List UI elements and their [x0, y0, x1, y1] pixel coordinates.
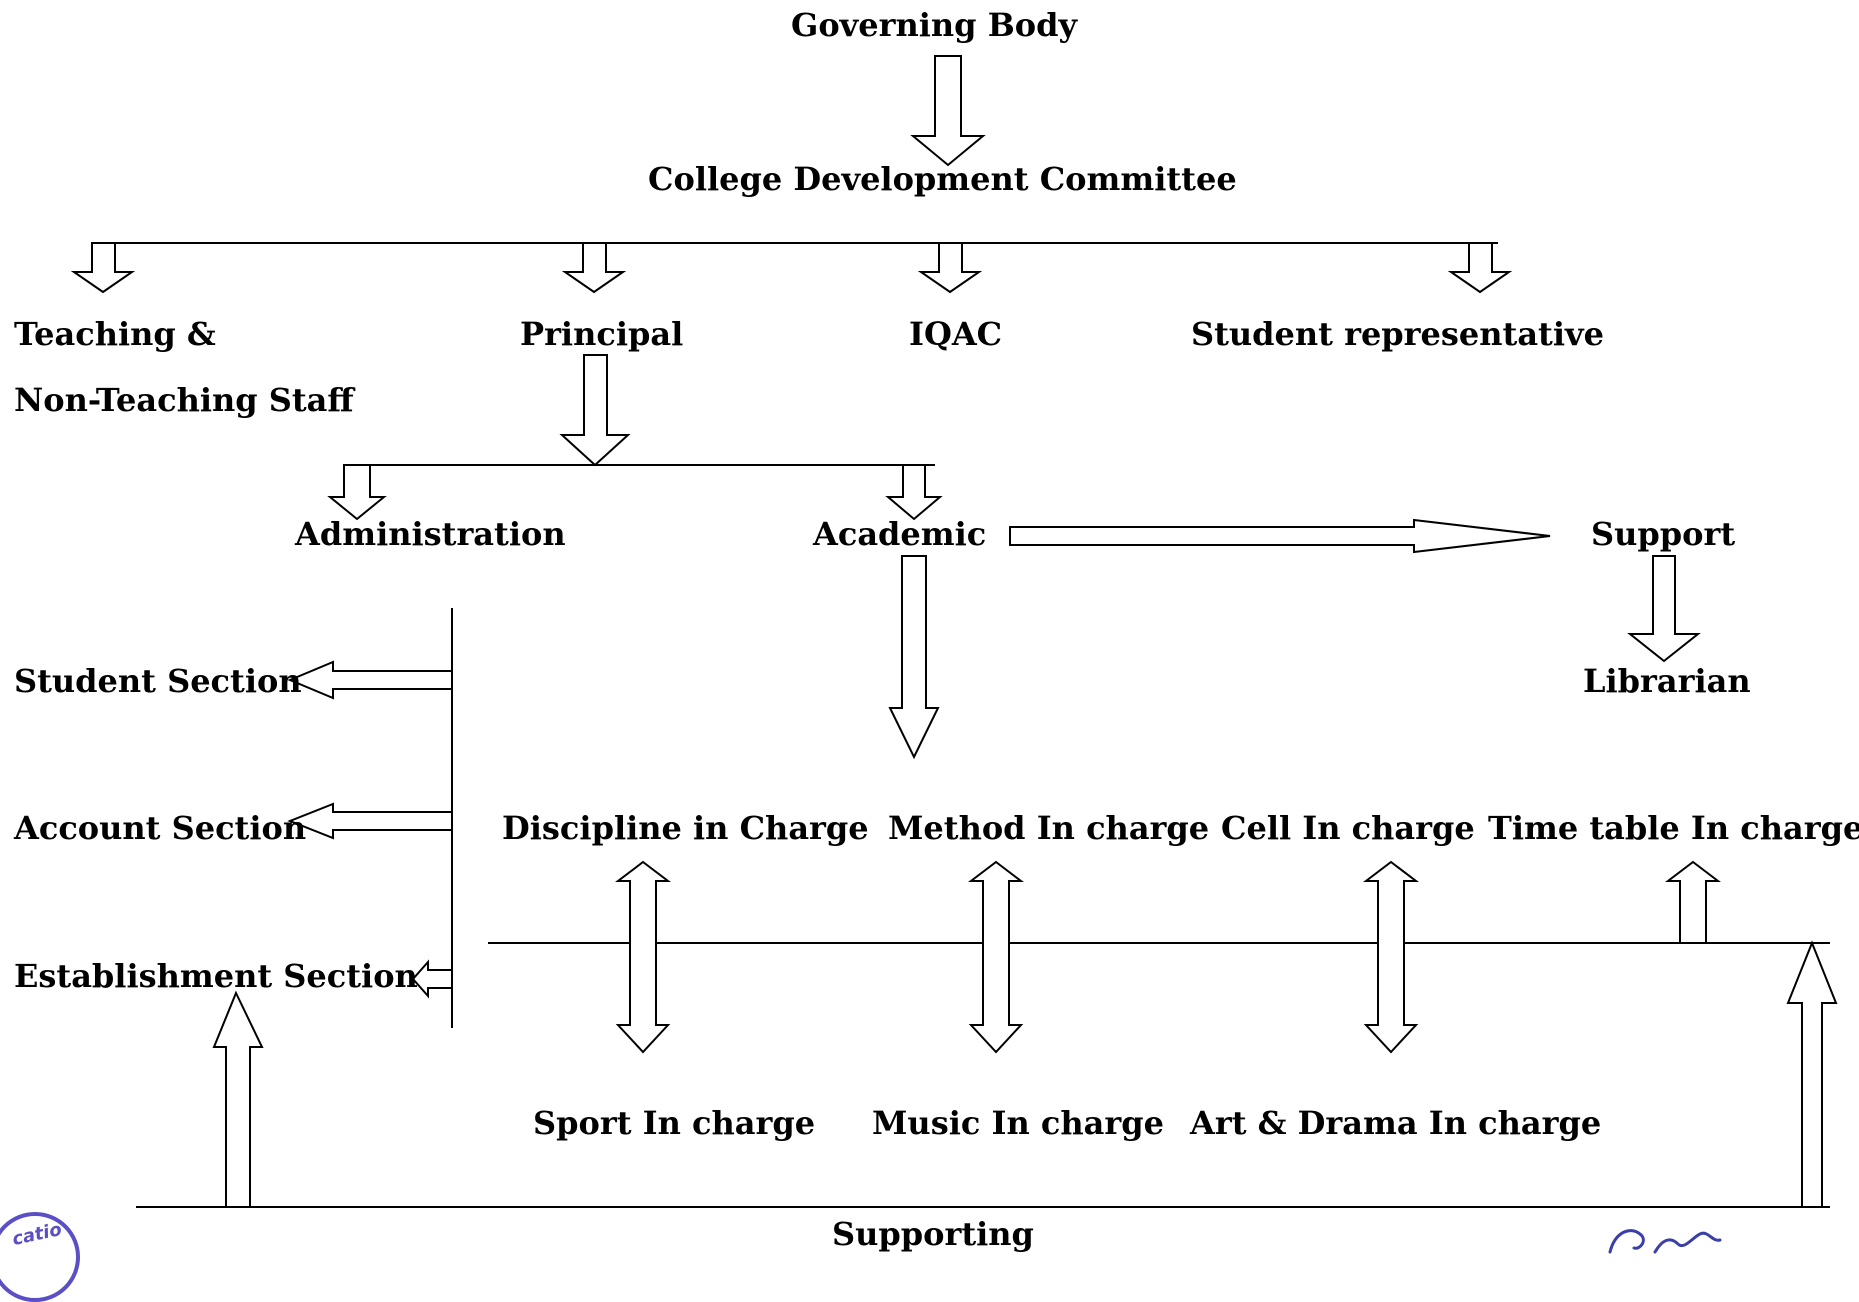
institution-stamp: catio [0, 1212, 80, 1302]
node-teaching-staff-line2: Non-Teaching Staff [14, 381, 354, 419]
node-academic: Academic [813, 515, 987, 553]
arrow-supporting-to-establishment [212, 990, 264, 1208]
arrow-to-establishment-section [411, 959, 453, 999]
arrow-cdc-to-iqac [917, 242, 983, 294]
arrow-principal-down [559, 354, 631, 467]
node-college-development-committee: College Development Committee [648, 160, 1237, 198]
node-governing-body: Governing Body [791, 6, 1078, 44]
node-teaching-staff-line1: Teaching & [14, 315, 216, 353]
stamp-text: catio [10, 1219, 64, 1250]
node-supporting: Supporting [832, 1215, 1034, 1253]
node-cell-in-charge: Cell In charge [1221, 809, 1475, 847]
node-account-section: Account Section [14, 809, 307, 847]
node-principal: Principal [520, 315, 684, 353]
arrow-academic-down [888, 555, 940, 760]
node-establishment-section: Establishment Section [14, 957, 418, 995]
node-support: Support [1591, 515, 1736, 553]
node-student-section: Student Section [14, 662, 302, 700]
arrow-to-account-section [287, 802, 453, 840]
node-time-table-in-charge: Time table In charge [1488, 809, 1859, 847]
node-iqac: IQAC [909, 315, 1003, 353]
node-librarian: Librarian [1583, 662, 1751, 700]
arrow-to-academic [885, 464, 943, 521]
arrow-to-timetable [1665, 860, 1721, 944]
arrow-cdc-to-principal [561, 242, 627, 294]
connector-layer [70, 55, 1838, 1208]
arrow-support-to-librarian [1627, 555, 1701, 663]
arrow-cell-artdrama [1363, 860, 1419, 1054]
node-music-in-charge: Music In charge [872, 1104, 1164, 1142]
arrow-method-music [968, 860, 1024, 1054]
arrow-governing-to-cdc [910, 55, 986, 167]
arrow-academic-to-support [1009, 518, 1551, 554]
node-administration: Administration [295, 515, 566, 553]
node-art-drama-in-charge: Art & Drama In charge [1190, 1104, 1602, 1142]
arrow-to-administration [327, 464, 387, 521]
node-student-representative: Student representative [1191, 315, 1604, 353]
node-method-in-charge: Method In charge [888, 809, 1210, 847]
signature-mark [1608, 1229, 1722, 1254]
arrow-discipline-sport [615, 860, 671, 1054]
arrow-cdc-to-student-rep [1447, 242, 1513, 294]
node-sport-in-charge: Sport In charge [533, 1104, 816, 1142]
arrow-cdc-to-staff [70, 242, 136, 294]
node-discipline-in-charge: Discipline in Charge [502, 809, 869, 847]
arrow-supporting-to-incharge-line [1786, 940, 1838, 1208]
org-chart: Governing Body College Development Commi… [0, 6, 1859, 1302]
arrow-to-student-section [287, 660, 453, 700]
